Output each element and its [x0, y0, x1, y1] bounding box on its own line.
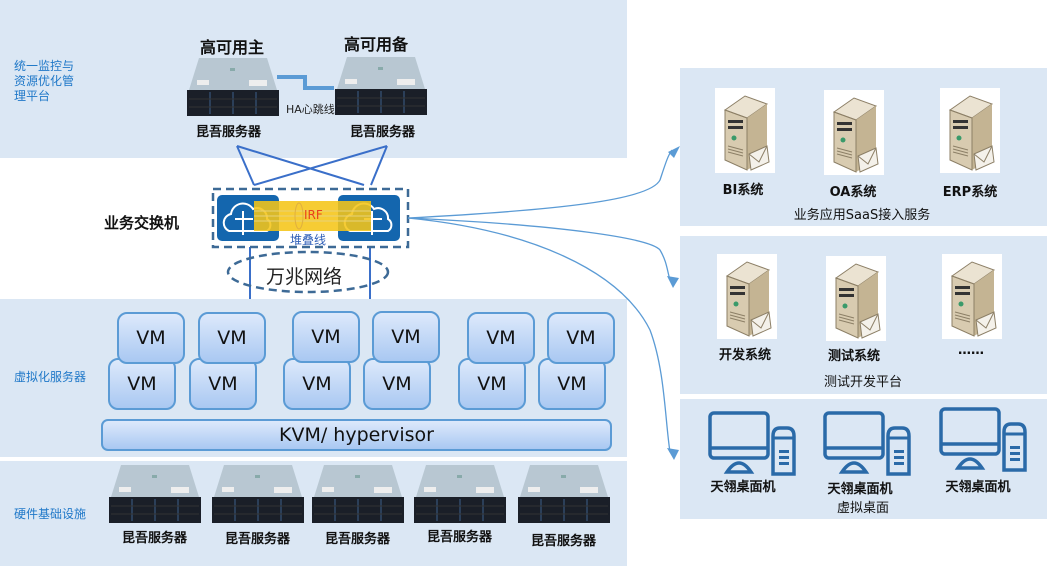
switch-layer-label: 业务交换机	[104, 214, 180, 232]
ha-primary-server-label: 昆吾服务器	[196, 125, 262, 140]
hardware-server-label: 昆吾服务器	[325, 532, 391, 547]
label-line: 资源优化管	[14, 74, 75, 88]
app-server-tile	[824, 90, 884, 175]
app-server-icon	[950, 261, 997, 337]
label-line: 统一监控与	[14, 59, 75, 73]
desktop-pc	[707, 410, 797, 482]
app-server-icon	[832, 97, 879, 173]
app-server-icon	[834, 263, 881, 339]
app-server-tile	[715, 88, 775, 173]
desktop-name: 天翎桌面机	[710, 480, 776, 495]
ha-heartbeat-label: HA心跳线	[286, 103, 335, 116]
link-to-devtest	[407, 217, 671, 281]
app-server-tile	[942, 254, 1002, 339]
app-server-tile	[940, 88, 1000, 173]
hardware-server	[516, 465, 612, 527]
vm-box: VM	[372, 311, 440, 363]
hardware-server-label: 昆吾服务器	[531, 534, 597, 549]
rack-server-icon	[212, 465, 304, 523]
vm-box: VM	[117, 312, 185, 364]
app-name-erp: ERP系统	[942, 185, 998, 200]
desktop-pc-icon	[708, 411, 796, 476]
rack-server-icon	[109, 465, 201, 523]
rack-server-icon	[518, 465, 610, 523]
hardware-server-label: 昆吾服务器	[122, 531, 188, 546]
management-layer-label: 统一监控与 资源优化管 理平台	[14, 59, 74, 104]
irf-label: IRF	[304, 208, 323, 222]
desktop-name: 天翎桌面机	[945, 480, 1011, 495]
hardware-server	[210, 465, 306, 527]
vm-box: VM	[538, 358, 606, 410]
app-name-bi: BI系统	[722, 183, 764, 198]
label-line: 理平台	[14, 89, 51, 103]
vm-box: VM	[467, 312, 535, 364]
arrow-head	[667, 448, 679, 460]
rack-server-icon	[312, 465, 404, 523]
vm-box: VM	[458, 358, 526, 410]
virtualization-layer-label: 虚拟化服务器	[14, 370, 87, 384]
uplink-line	[253, 145, 388, 186]
rack-server-icon	[187, 58, 279, 116]
rack-server-icon	[335, 57, 427, 115]
app-server-icon	[723, 95, 770, 171]
management-layer	[0, 0, 627, 158]
stack-line-label: 堆叠线	[290, 233, 327, 247]
app-server-icon	[948, 95, 995, 171]
ha-primary-title: 高可用主	[200, 38, 265, 57]
app-name-dev: 开发系统	[718, 348, 771, 363]
network-ellipse	[226, 250, 390, 294]
vm-box: VM	[189, 358, 257, 410]
hardware-server	[107, 465, 203, 527]
link-to-desktop	[407, 217, 671, 453]
devtest-panel-caption: 测试开发平台	[823, 375, 902, 390]
hardware-server	[310, 465, 406, 527]
uplink-line	[370, 145, 388, 186]
rack-server-icon	[414, 465, 506, 523]
saas-panel-caption: 业务应用SaaS接入服务	[793, 208, 931, 223]
ha-standby-title: 高可用备	[344, 35, 409, 54]
vm-box: VM	[198, 312, 266, 364]
app-name-more: ……	[958, 343, 984, 358]
vm-box: VM	[363, 358, 431, 410]
vm-box: VM	[292, 311, 360, 363]
irf-stack-link: IRF	[254, 201, 371, 231]
app-server-icon	[725, 261, 772, 337]
app-name-oa: OA系统	[829, 185, 877, 200]
hardware-server-label: 昆吾服务器	[225, 532, 291, 547]
link-to-saas	[407, 149, 673, 219]
vm-box: VM	[283, 358, 351, 410]
app-name-test: 测试系统	[827, 349, 880, 364]
network-label: 万兆网络	[266, 266, 343, 288]
desktop-pc	[822, 410, 912, 482]
desktop-name: 天翎桌面机	[827, 482, 893, 497]
ha-primary-server	[185, 58, 281, 120]
uplink-line	[236, 145, 365, 186]
app-server-tile	[826, 256, 886, 341]
arrow-head	[668, 146, 680, 158]
desktop-pc	[938, 406, 1028, 478]
irf-lines	[254, 202, 371, 230]
ha-standby-server	[333, 57, 429, 119]
vm-box: VM	[547, 312, 615, 364]
hypervisor-bar: KVM/ hypervisor	[101, 419, 612, 451]
ha-heartbeat-line	[277, 75, 334, 90]
app-server-tile	[717, 254, 777, 339]
desktop-pc-icon	[823, 411, 911, 476]
hardware-server-label: 昆吾服务器	[427, 530, 493, 545]
vm-box: VM	[108, 358, 176, 410]
uplink-line	[236, 145, 255, 186]
hardware-server	[412, 465, 508, 527]
desktop-panel-caption: 虚拟桌面	[836, 501, 889, 516]
arrow-head	[667, 276, 679, 288]
desktop-pc-icon	[939, 407, 1027, 472]
hardware-layer-label: 硬件基础设施	[14, 507, 87, 521]
ha-standby-server-label: 昆吾服务器	[350, 125, 416, 140]
